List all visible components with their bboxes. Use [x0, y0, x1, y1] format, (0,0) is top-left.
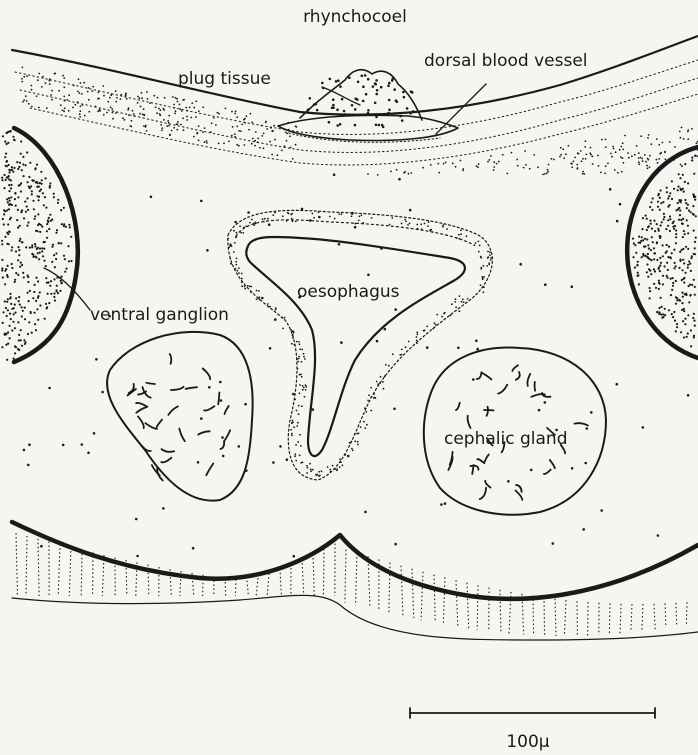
scale-bar-label: 100μ: [506, 732, 549, 752]
ventral-body-wall: [12, 522, 698, 640]
matrix-stipple: [23, 173, 690, 557]
label-ventral-ganglion: ventral ganglion: [90, 305, 229, 325]
label-oesophagus: oesophagus: [297, 282, 400, 302]
label-cephalic-gland: cephalic gland: [444, 429, 567, 449]
label-plug-tissue: plug tissue: [178, 69, 271, 89]
scale-bar: 100μ: [410, 708, 655, 752]
ventral-ganglion-right: [627, 147, 698, 358]
plug-tissue: [300, 70, 422, 128]
plug-tissue-leader: [322, 87, 360, 105]
ventral-ganglion-left: [1, 128, 78, 362]
label-dorsal-blood-vessel: dorsal blood vessel: [424, 51, 588, 71]
dorsal-body-wall: [12, 36, 698, 176]
cephalic-gland-left: [107, 332, 253, 501]
label-rhynchocoel: rhynchocoel: [303, 7, 407, 27]
